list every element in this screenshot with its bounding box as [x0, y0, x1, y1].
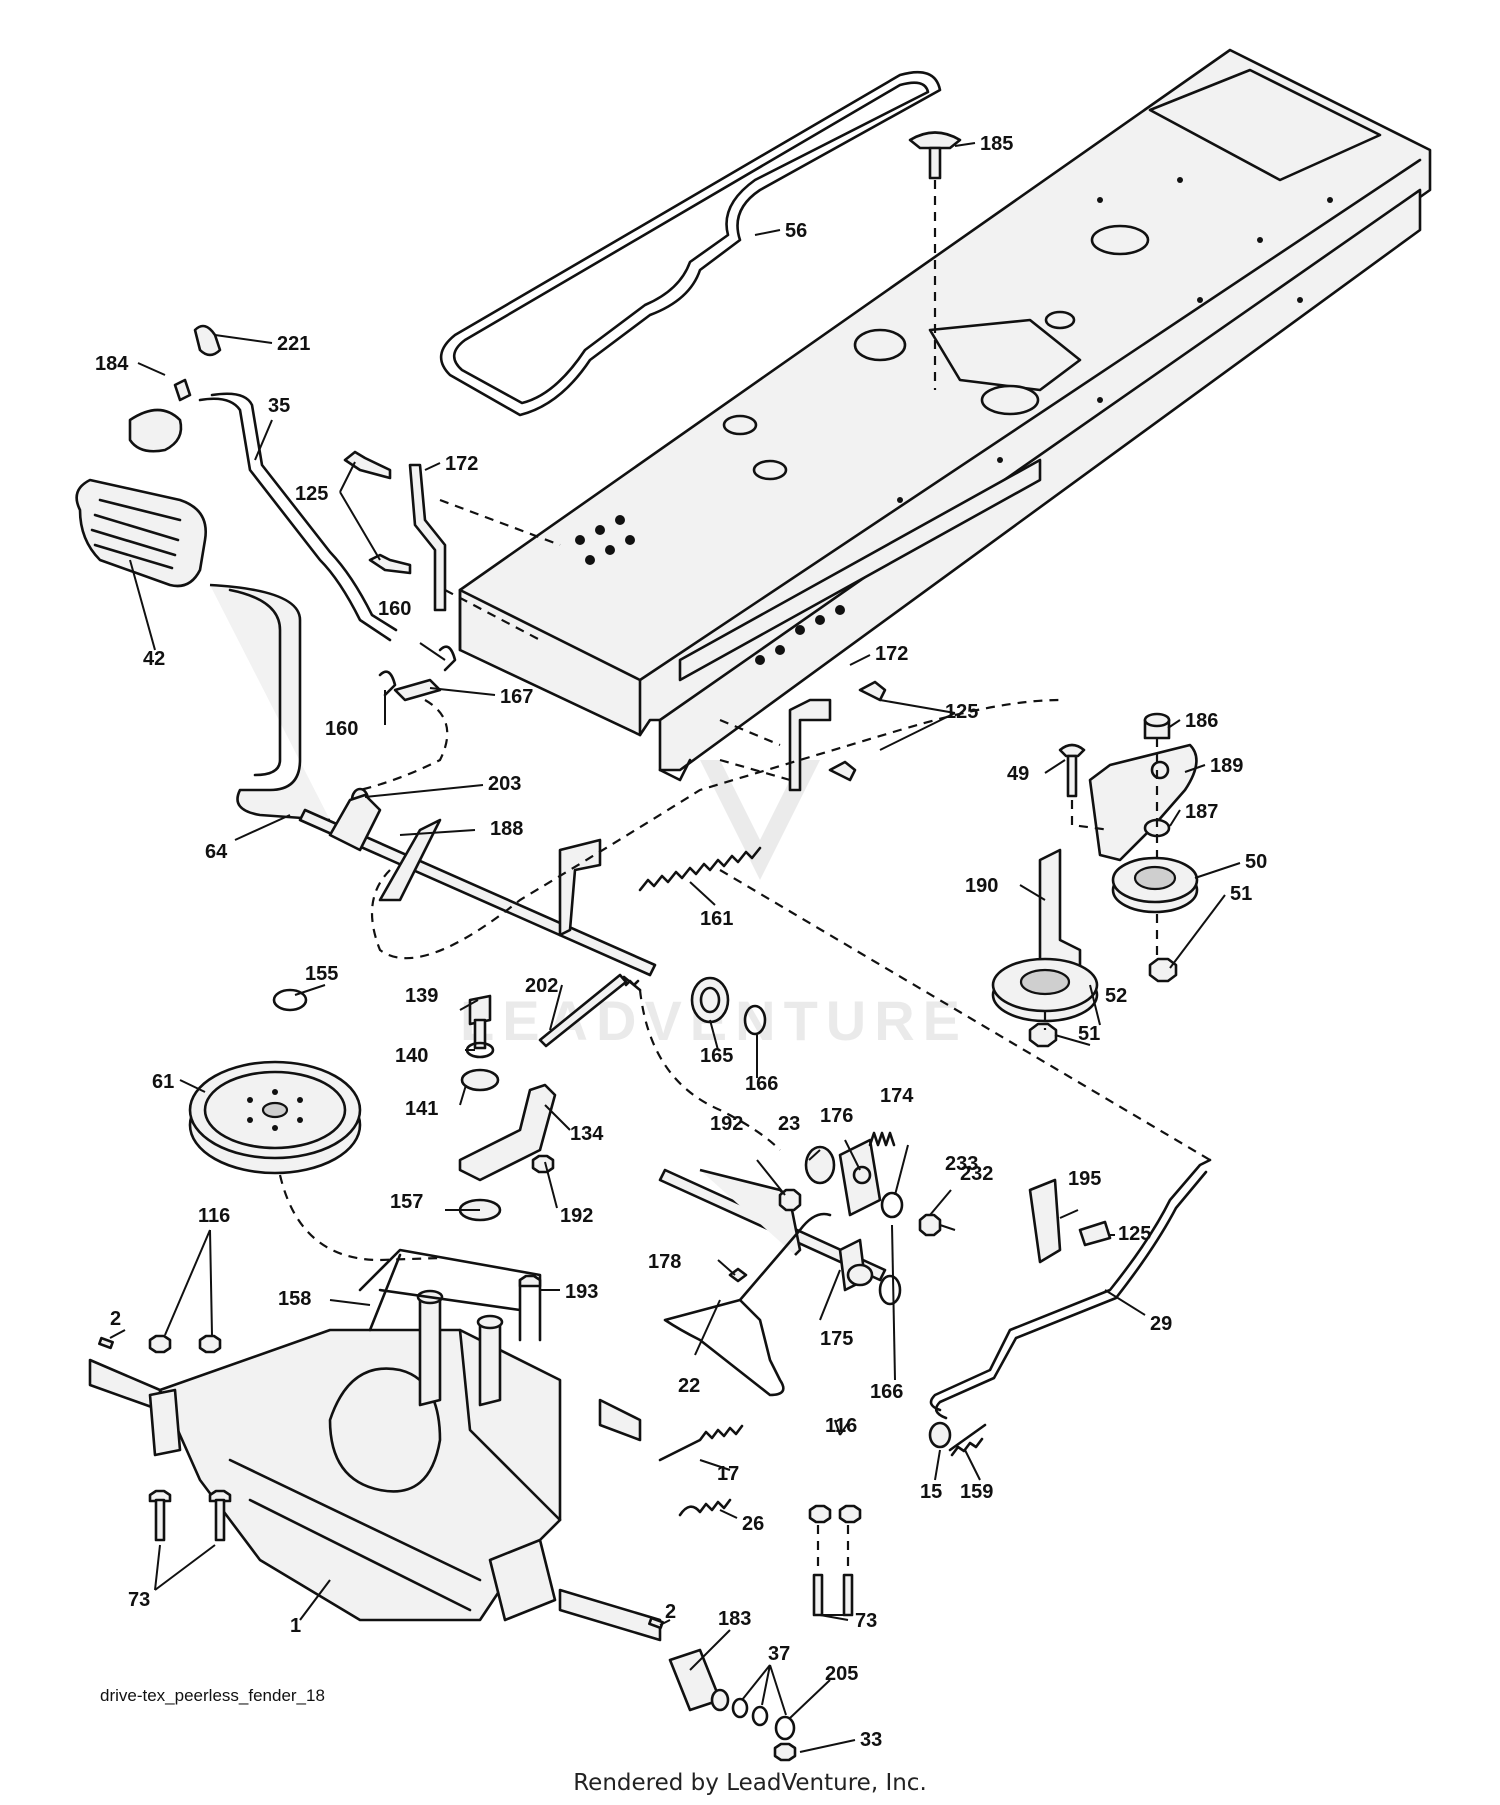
callout-190: 190: [965, 875, 998, 897]
callout-140: 140: [395, 1045, 428, 1067]
credit-line: Rendered by LeadVenture, Inc.: [573, 1770, 927, 1796]
callout-233: 233: [945, 1153, 978, 1175]
callout-161: 161: [700, 908, 733, 930]
callout-232: 232: [960, 1163, 993, 1185]
callout-160a: 160: [378, 598, 411, 620]
callout-125a: 125: [295, 483, 328, 505]
callout-167: 167: [500, 686, 533, 708]
callout-157: 157: [390, 1191, 423, 1213]
callout-155: 155: [305, 963, 338, 985]
callout-202: 202: [525, 975, 558, 997]
transmission-pulley: [188, 988, 441, 1262]
idler-pulleys: [991, 848, 1199, 1048]
callout-37: 37: [768, 1643, 790, 1665]
callout-134: 134: [570, 1123, 604, 1145]
callout-116a: 116: [198, 1205, 230, 1227]
callout-178: 178: [648, 1251, 681, 1273]
hairpin-clips: [359, 645, 457, 792]
callout-116b: 116: [825, 1415, 857, 1437]
callout-141: 141: [405, 1098, 438, 1120]
callout-1: 1: [290, 1615, 301, 1637]
figure-code: drive-tex_peerless_fender_18: [100, 1686, 325, 1705]
callout-73b: 73: [855, 1610, 877, 1632]
callout-42: 42: [143, 648, 165, 670]
callout-188: 188: [490, 818, 523, 840]
callout-51b: 51: [1078, 1023, 1100, 1045]
transaxle: [88, 1289, 662, 1642]
callout-125b: 125: [945, 701, 978, 723]
callout-172a: 172: [445, 453, 478, 475]
callout-187: 187: [1185, 801, 1218, 823]
callout-221: 221: [277, 333, 310, 355]
callout-205: 205: [825, 1663, 858, 1685]
callout-125c: 125: [1118, 1223, 1151, 1245]
callout-160b: 160: [325, 718, 358, 740]
bracket-lower: [719, 680, 887, 792]
callout-183: 183: [718, 1608, 751, 1630]
callout-193: 193: [565, 1281, 598, 1303]
callout-35: 35: [268, 395, 290, 417]
tractor-frame: [458, 48, 1432, 782]
callout-176: 176: [820, 1105, 853, 1127]
callout-166b: 166: [870, 1381, 903, 1403]
carriage-bolt: [908, 131, 962, 390]
callout-49: 49: [1007, 763, 1029, 785]
brake-pedal-assembly: [75, 324, 398, 822]
callout-50: 50: [1245, 851, 1267, 873]
callout-64: 64: [205, 841, 228, 863]
callout-192b: 192: [560, 1205, 593, 1227]
pedal-linkage: [658, 1131, 942, 1397]
callout-56: 56: [785, 220, 807, 242]
callout-186: 186: [1185, 710, 1218, 732]
callout-22: 22: [678, 1375, 700, 1397]
callout-139: 139: [405, 985, 438, 1007]
callout-185: 185: [980, 133, 1013, 155]
mounting-bracket-134: [458, 994, 557, 1222]
callout-174: 174: [880, 1085, 914, 1107]
callout-2a: 2: [110, 1308, 121, 1330]
callout-17: 17: [717, 1463, 739, 1485]
callout-33: 33: [860, 1729, 882, 1751]
callout-175: 175: [820, 1328, 853, 1350]
callout-61: 61: [152, 1071, 174, 1093]
misc-hardware: [98, 1248, 862, 1762]
callout-158: 158: [278, 1288, 311, 1310]
callout-184: 184: [95, 353, 129, 375]
idler-bracket: [1058, 712, 1198, 980]
callout-52: 52: [1105, 985, 1127, 1007]
callout-26: 26: [742, 1513, 764, 1535]
callout-192a: 192: [710, 1113, 743, 1135]
callout-165: 165: [700, 1045, 733, 1067]
drive-belt: [439, 70, 942, 417]
leader-lines: [109, 142, 1241, 1753]
callout-2b: 2: [665, 1601, 676, 1623]
callout-51a: 51: [1230, 883, 1252, 905]
drive-rod-202: [538, 973, 781, 1151]
callout-203: 203: [488, 773, 521, 795]
callout-15: 15: [920, 1481, 942, 1503]
callout-159: 159: [960, 1481, 993, 1503]
callout-166a: 166: [745, 1073, 778, 1095]
callout-23: 23: [778, 1113, 800, 1135]
return-spring: [638, 846, 762, 892]
brake-shaft: [298, 698, 1061, 977]
callout-189: 189: [1210, 755, 1243, 777]
callout-29: 29: [1150, 1313, 1172, 1335]
callout-172b: 172: [875, 643, 908, 665]
callout-195: 195: [1068, 1168, 1101, 1190]
callout-73a: 73: [128, 1589, 150, 1611]
callout-numbers: 185 56 221 184 35 172 125 42 160 160 167…: [95, 133, 1267, 1751]
